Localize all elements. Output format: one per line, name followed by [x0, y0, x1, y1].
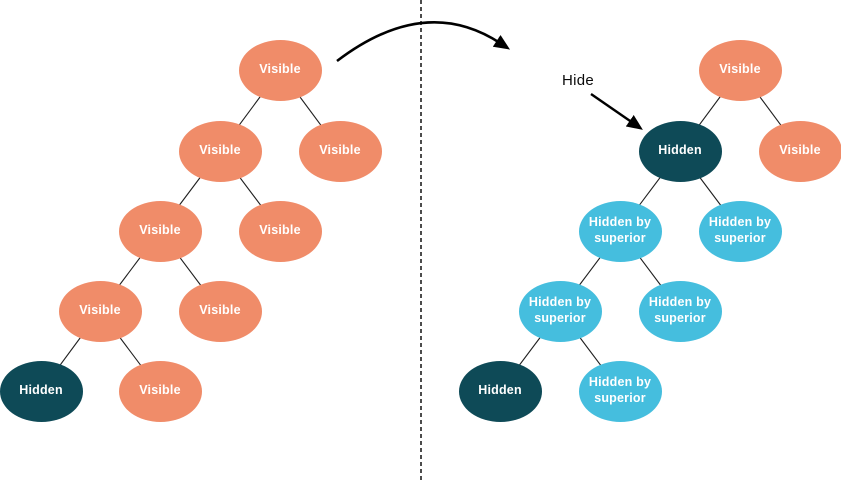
tree-edge	[739, 69, 801, 152]
hide-annotation-label: Hide	[562, 72, 595, 89]
transform-arrow	[336, 21, 511, 63]
tree-edge	[559, 310, 621, 392]
tree-edge	[679, 150, 741, 232]
tree-edge	[559, 230, 621, 312]
tree-edge	[99, 310, 161, 392]
tree-edge	[619, 150, 681, 232]
tree-edge	[679, 69, 741, 152]
tree-edge	[499, 310, 561, 392]
tree-edge	[40, 310, 101, 392]
tree-edges	[40, 69, 801, 392]
tree-edge	[219, 150, 281, 232]
tree-edge	[99, 230, 161, 312]
tree-edge	[219, 69, 281, 152]
tree-edge	[159, 230, 221, 312]
tree-edge	[159, 150, 221, 232]
hide-arrow	[590, 93, 643, 130]
tree-edge	[279, 69, 341, 152]
tree-edge	[619, 230, 681, 312]
